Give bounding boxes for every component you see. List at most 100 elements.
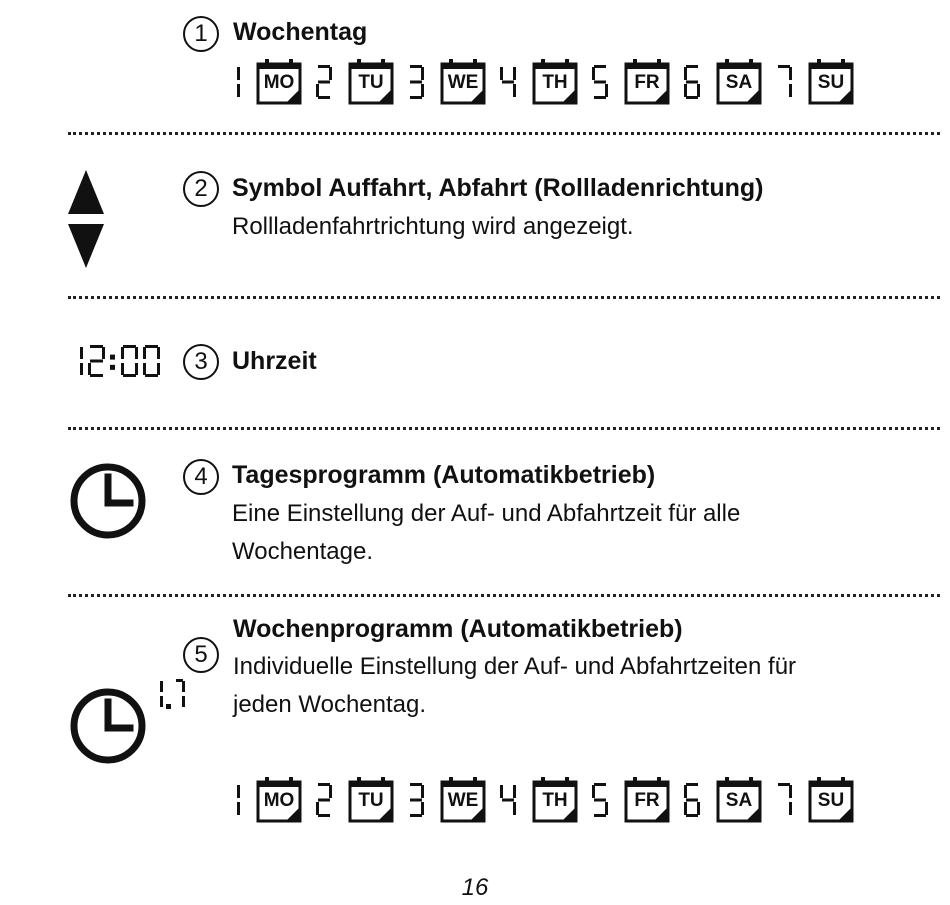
weekday-item: SA	[684, 777, 762, 823]
segment-digit-1	[160, 681, 163, 707]
item-number-4: 4	[183, 459, 219, 495]
separator	[68, 427, 940, 430]
weekday-label: FR	[634, 72, 660, 93]
calendar-day-icon: SU	[808, 777, 854, 823]
weekday-label: MO	[263, 72, 295, 93]
weekday-label: TH	[542, 72, 568, 93]
weekday-number	[592, 783, 608, 817]
weekday-label: SA	[725, 790, 753, 811]
item-title-direction: Symbol Auffahrt, Abfahrt (Rollladenricht…	[232, 174, 764, 202]
segment-digit-7	[778, 783, 792, 815]
colon-separator	[110, 354, 115, 370]
weekday-number	[684, 65, 700, 99]
item-description-week-program-line-2: jeden Wochentag.	[233, 691, 427, 718]
weekday-number	[776, 65, 792, 99]
segment-digit-7	[176, 679, 185, 707]
weekday-item: FR	[592, 777, 670, 823]
weekday-label: WE	[447, 790, 479, 811]
separator	[68, 132, 940, 135]
clock-icon	[68, 461, 148, 541]
segment-digit-4	[500, 785, 516, 815]
item-number-2: 2	[183, 171, 219, 207]
clock-time-display	[66, 345, 160, 379]
separator	[68, 594, 940, 597]
clock-icon	[68, 686, 148, 766]
calendar-day-icon: TU	[348, 59, 394, 105]
segment-digit-6	[684, 783, 700, 817]
segment-digit-2	[88, 345, 105, 377]
weekday-item: TU	[316, 59, 394, 105]
segment-digit-1	[80, 347, 83, 375]
weekday-number	[500, 783, 516, 817]
weekday-item: TU	[316, 777, 394, 823]
segment-digit-2	[316, 783, 332, 817]
segment-digit-5	[592, 783, 608, 817]
segment-digit-4	[500, 67, 516, 97]
weekday-label: WE	[447, 72, 479, 93]
weekday-row-top: MO TU WE TH FR SA SU	[224, 58, 940, 106]
item-number-5: 5	[183, 637, 219, 673]
segment-digit-1	[237, 67, 240, 97]
calendar-day-icon: TU	[348, 777, 394, 823]
weekday-label: FR	[634, 790, 660, 811]
weekday-item: FR	[592, 59, 670, 105]
weekday-item: MO	[224, 777, 302, 823]
page-number: 16	[461, 874, 489, 901]
weekday-item: MO	[224, 59, 302, 105]
calendar-day-icon: SA	[716, 59, 762, 105]
calendar-day-icon: TH	[532, 59, 578, 105]
item-title-week-program: Wochenprogramm (Automatikbetrieb)	[233, 615, 683, 643]
weekday-item: WE	[408, 777, 486, 823]
up-down-arrows-icon	[66, 168, 106, 270]
item-title-weekday: Wochentag	[233, 18, 368, 46]
item-description-direction: Rollladenfahrtrichtung wird angezeigt.	[232, 213, 634, 240]
weekday-item: SU	[776, 59, 854, 105]
segment-digit-1	[237, 785, 240, 815]
weekday-number	[316, 783, 332, 817]
weekday-label: SA	[725, 72, 753, 93]
weekday-number	[592, 65, 608, 99]
weekday-label: MO	[263, 790, 295, 811]
calendar-day-icon: MO	[256, 777, 302, 823]
calendar-day-icon: FR	[624, 59, 670, 105]
calendar-day-icon: WE	[440, 59, 486, 105]
item-number-3: 3	[183, 344, 219, 380]
weekday-number	[224, 783, 240, 817]
weekday-number	[316, 65, 332, 99]
item-title-time: Uhrzeit	[232, 347, 317, 375]
weekday-item: SA	[684, 59, 762, 105]
segment-digit-6	[684, 65, 700, 99]
week-range-display	[152, 679, 192, 715]
calendar-day-icon: SA	[716, 777, 762, 823]
weekday-item: TH	[500, 59, 578, 105]
weekday-number	[500, 65, 516, 99]
item-description-week-program-line-1: Individuelle Einstellung der Auf- und Ab…	[233, 653, 797, 680]
weekday-item: SU	[776, 777, 854, 823]
weekday-number	[408, 783, 424, 817]
separator	[68, 296, 940, 299]
item-title-day-program: Tagesprogramm (Automatikbetrieb)	[232, 461, 656, 489]
weekday-label: TH	[542, 790, 568, 811]
calendar-day-icon: SU	[808, 59, 854, 105]
weekday-number	[776, 783, 792, 817]
item-description-day-program-line-1: Eine Einstellung der Auf- und Abfahrtzei…	[232, 500, 741, 527]
weekday-number	[684, 783, 700, 817]
calendar-day-icon: TH	[532, 777, 578, 823]
weekday-label: SU	[817, 790, 845, 811]
segment-digit-3	[410, 65, 424, 99]
weekday-number	[224, 65, 240, 99]
segment-digit-0	[143, 345, 160, 377]
weekday-number	[408, 65, 424, 99]
calendar-day-icon: WE	[440, 777, 486, 823]
weekday-label: TU	[358, 790, 384, 811]
segment-digit-5	[592, 65, 608, 99]
weekday-row-bottom: MO TU WE TH FR SA SU	[224, 776, 940, 824]
calendar-day-icon: FR	[624, 777, 670, 823]
weekday-label: SU	[817, 72, 845, 93]
segment-digit-2	[316, 65, 332, 99]
item-description-day-program-line-2: Wochentage.	[232, 538, 373, 565]
weekday-label: TU	[358, 72, 384, 93]
weekday-item: TH	[500, 777, 578, 823]
item-number-1: 1	[183, 16, 219, 52]
dot-separator	[166, 704, 171, 709]
